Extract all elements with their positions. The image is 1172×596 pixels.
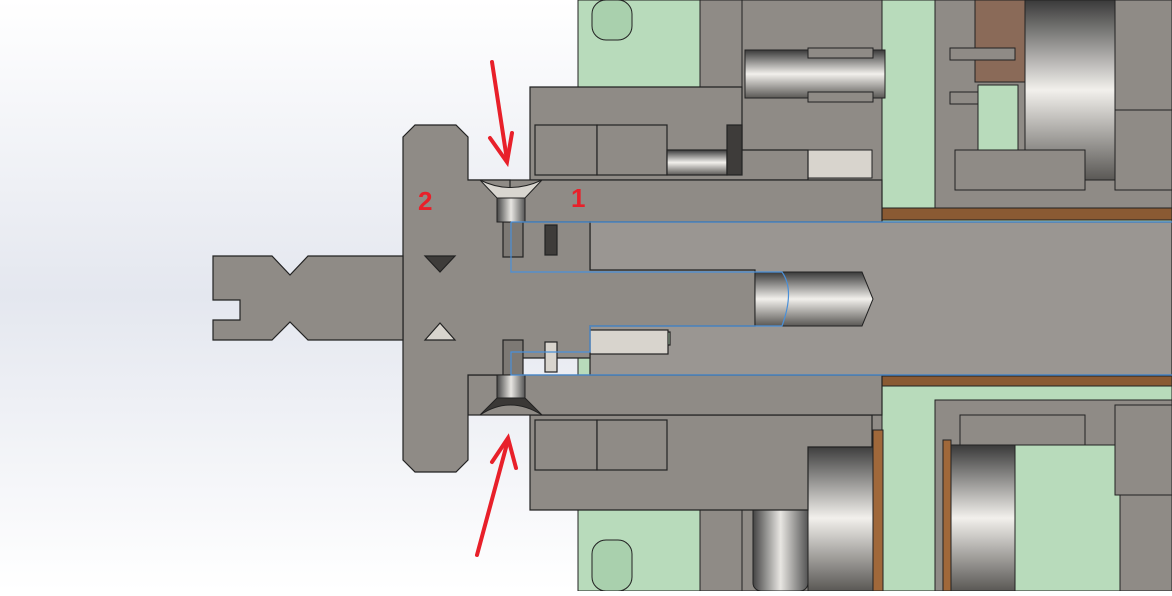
bearing-housing — [529, 86, 873, 511]
annotation-arrows — [475, 60, 518, 557]
part-2-label: 2 — [418, 186, 433, 216]
selection-outline — [510, 221, 1172, 376]
main-shaft — [589, 221, 1172, 376]
part-2-adapter — [212, 124, 756, 473]
pin — [754, 271, 874, 327]
arrow-up-icon — [475, 433, 518, 557]
part-1-label: 1 — [571, 183, 586, 213]
arrow-down-icon — [488, 60, 514, 168]
seal-grooves — [479, 179, 543, 416]
